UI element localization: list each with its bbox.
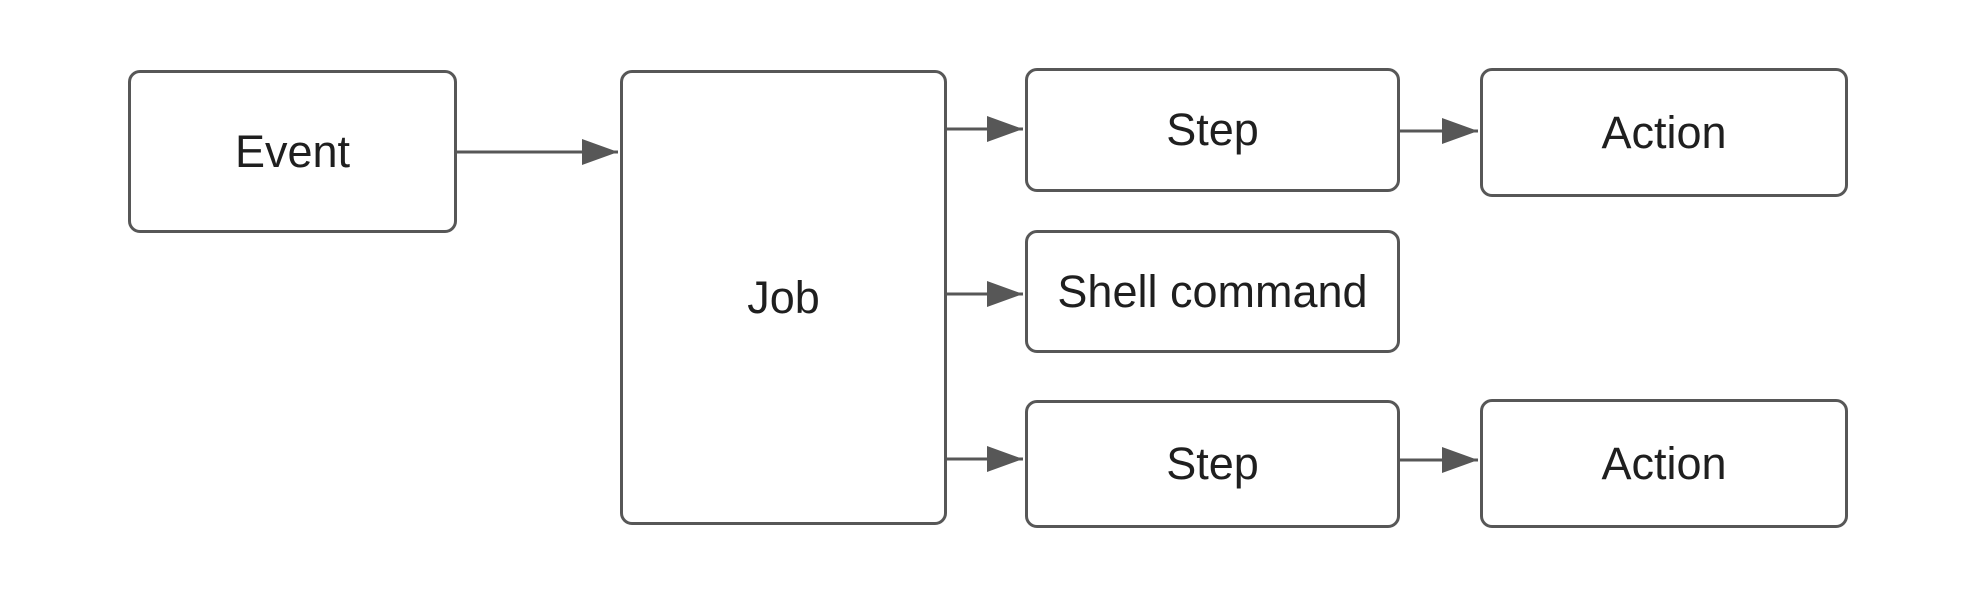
node-step-2: Step <box>1025 400 1400 528</box>
node-action-1-label: Action <box>1601 106 1727 158</box>
node-shell-command-label: Shell command <box>1057 265 1368 317</box>
node-action-2-label: Action <box>1601 437 1727 489</box>
node-job-label: Job <box>747 271 820 323</box>
node-step-1: Step <box>1025 68 1400 192</box>
node-step-2-label: Step <box>1166 438 1259 489</box>
node-action-2: Action <box>1480 399 1848 528</box>
node-event-label: Event <box>234 125 351 177</box>
node-shell-command: Shell command <box>1025 230 1400 353</box>
node-event: Event <box>128 70 457 233</box>
node-action-1: Action <box>1480 68 1848 197</box>
node-job: Job <box>620 70 947 525</box>
node-step-1-label: Step <box>1166 104 1259 155</box>
